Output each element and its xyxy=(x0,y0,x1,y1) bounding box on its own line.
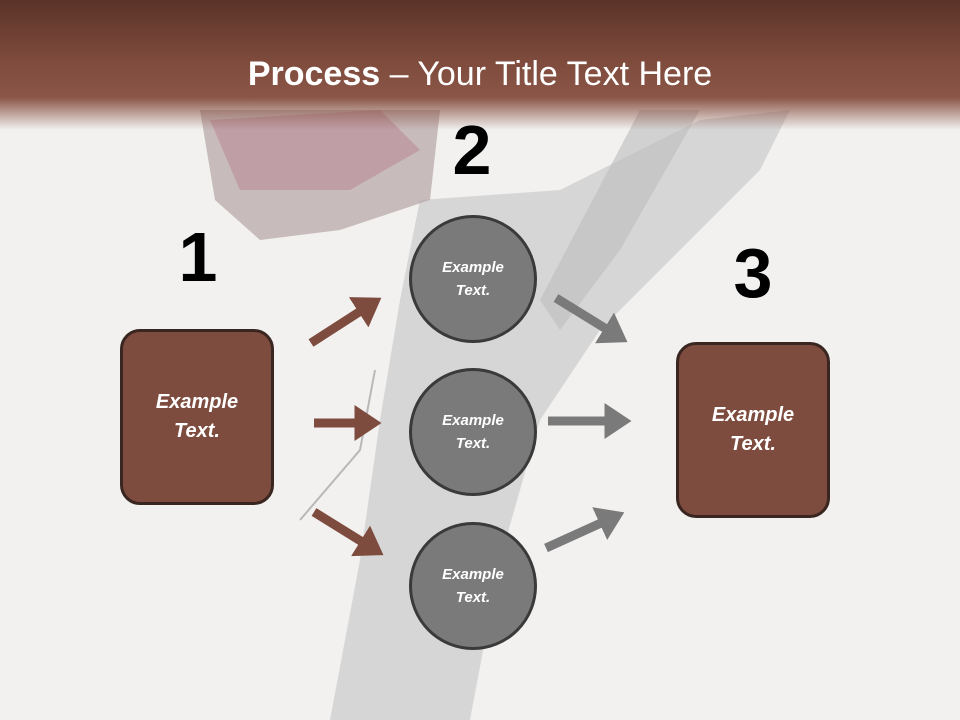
slide-title: Process – Your Title Text Here xyxy=(0,52,960,96)
arrow-1-to-top xyxy=(308,297,382,347)
title-bar xyxy=(0,0,960,130)
step-number-3: 3 xyxy=(733,234,773,312)
step-number-1: 1 xyxy=(178,218,218,296)
arrow-top-to-3 xyxy=(553,294,628,344)
title-strong: Process xyxy=(247,55,381,93)
step-number-2: 2 xyxy=(452,111,492,189)
title-rest: – Your Title Text Here xyxy=(380,55,713,93)
arrow-bottom-to-3 xyxy=(544,507,625,553)
arrow-1-to-bottom xyxy=(311,508,384,557)
